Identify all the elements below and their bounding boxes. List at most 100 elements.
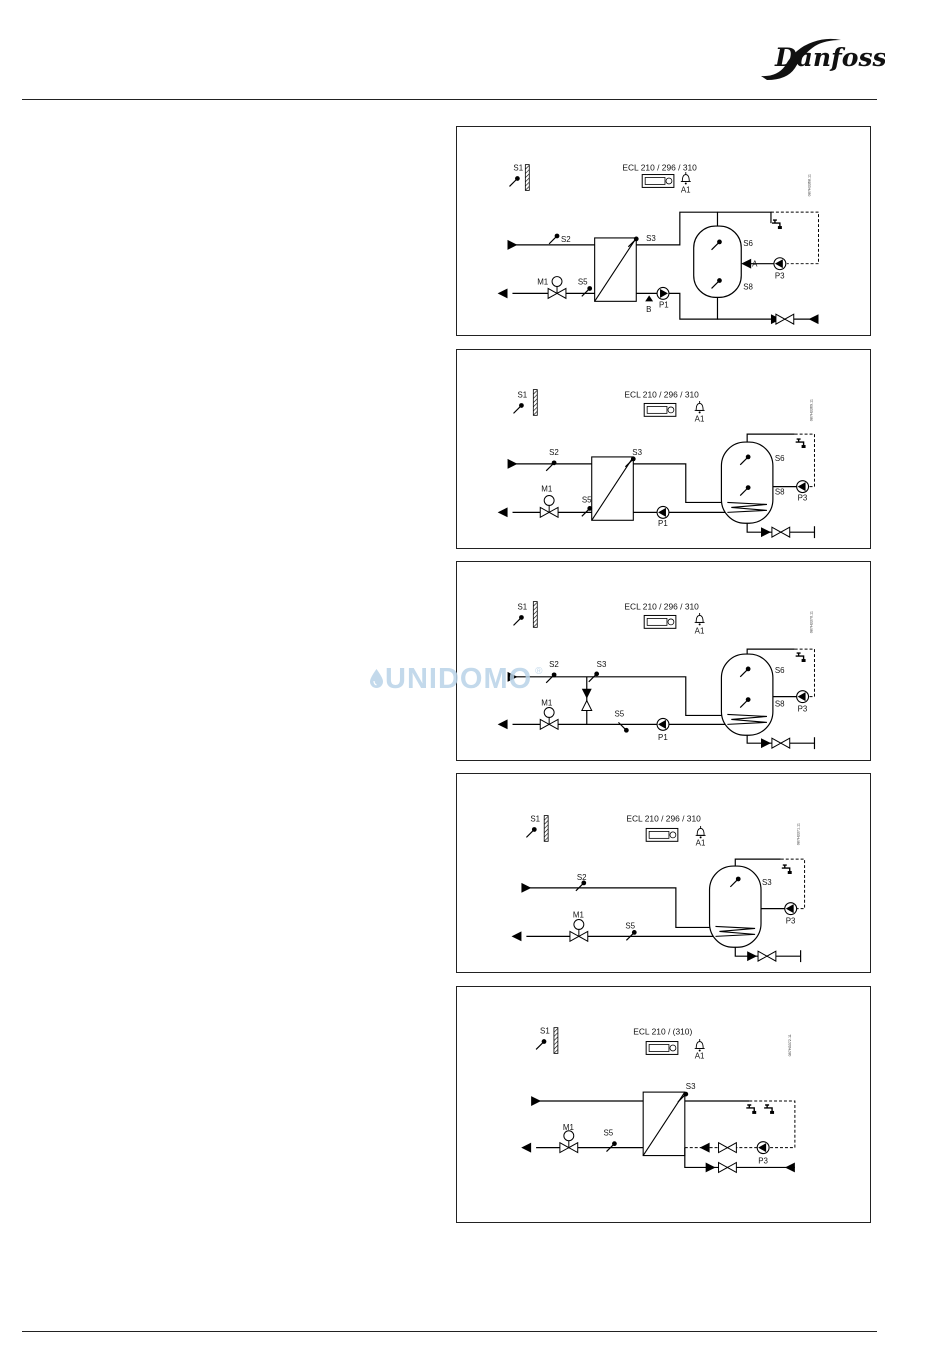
registered-mark: ® bbox=[535, 666, 544, 677]
wall-icon bbox=[532, 389, 538, 416]
label-s5: S5 bbox=[604, 1129, 614, 1138]
diagram-3: S1 ECL 210 / 296 / 310 A1 087H3370.11 S2… bbox=[456, 561, 871, 761]
return-arrow-icon bbox=[497, 507, 508, 518]
pump-p3-icon bbox=[796, 480, 810, 494]
label-s5: S5 bbox=[582, 495, 592, 504]
controller-icon bbox=[645, 1041, 679, 1055]
check-valve-circulation-icon bbox=[718, 1142, 737, 1154]
diagram-code: 087H3372.11 bbox=[788, 1034, 792, 1056]
diagram-2: S1 ECL 210 / 296 / 310 A1 087H3369.11 S2… bbox=[456, 349, 871, 549]
tap-icon bbox=[771, 219, 783, 230]
diagram-4: S1 ECL 210 / 296 / 310 A1 087H3371.11 S2… bbox=[456, 773, 871, 973]
actuator-m1-icon bbox=[543, 495, 555, 513]
pump-p3-icon bbox=[796, 690, 810, 704]
label-s1: S1 bbox=[517, 603, 527, 612]
label-s2: S2 bbox=[561, 235, 571, 244]
cold-water-arrow-icon bbox=[747, 951, 758, 962]
label-s6: S6 bbox=[775, 666, 785, 675]
check-valve-icon bbox=[757, 950, 777, 962]
label-p3: P3 bbox=[798, 493, 808, 502]
controller-icon bbox=[645, 827, 679, 842]
circulation-arrow-icon bbox=[699, 1142, 710, 1153]
label-s8: S8 bbox=[775, 488, 785, 497]
label-s3: S3 bbox=[597, 660, 607, 669]
controller-label: ECL 210 / 296 / 310 bbox=[624, 390, 699, 400]
cold-water-arrow-icon bbox=[761, 738, 771, 749]
label-p3: P3 bbox=[798, 704, 808, 713]
label-m1: M1 bbox=[563, 1123, 575, 1132]
label-s5: S5 bbox=[578, 277, 588, 286]
check-valve-icon bbox=[771, 737, 791, 749]
cold-water-inlet-icon bbox=[808, 314, 819, 325]
alarm-icon bbox=[694, 1038, 706, 1052]
label-s5: S5 bbox=[625, 921, 635, 930]
sensor-s5-icon bbox=[625, 929, 638, 941]
brand-wordmark: Danfoss bbox=[774, 43, 885, 72]
coil-icon bbox=[715, 925, 756, 937]
actuator-m1-icon bbox=[543, 707, 555, 725]
outdoor-sensor-icon bbox=[525, 826, 538, 838]
sensor-s5-icon bbox=[605, 1140, 618, 1153]
tap-icon bbox=[794, 438, 807, 449]
watermark-text: UNIDOMO bbox=[385, 663, 533, 695]
label-s3: S3 bbox=[632, 448, 642, 457]
label-s3: S3 bbox=[762, 878, 772, 887]
tap-icon-2 bbox=[763, 1104, 775, 1115]
cold-water-inlet-icon bbox=[784, 1162, 795, 1173]
outdoor-sensor-icon bbox=[512, 402, 525, 414]
controller-label: ECL 210 / 296 / 310 bbox=[624, 602, 699, 612]
return-arrow-icon bbox=[497, 719, 508, 730]
label-a1: A1 bbox=[696, 838, 706, 847]
return-arrow-icon bbox=[511, 931, 522, 942]
return-arrow-icon bbox=[497, 288, 508, 299]
sensor-s5-icon bbox=[581, 285, 593, 297]
alarm-icon bbox=[694, 400, 706, 414]
label-p1: P1 bbox=[658, 519, 668, 528]
label-a1: A1 bbox=[681, 185, 691, 194]
wall-icon bbox=[543, 815, 549, 842]
label-a1: A1 bbox=[695, 414, 705, 423]
sensor-s2-icon bbox=[545, 671, 558, 684]
controller-icon bbox=[641, 174, 675, 188]
diagram-5: S1 ECL 210 / (310) A1 087H3372.11 S3 M1 … bbox=[456, 986, 871, 1223]
label-b: B bbox=[646, 305, 651, 314]
controller-label: ECL 210 / (310) bbox=[633, 1027, 692, 1037]
label-s6: S6 bbox=[743, 239, 753, 248]
label-s3: S3 bbox=[686, 1082, 696, 1091]
sensor-s2-icon bbox=[548, 232, 560, 245]
tap-icon-1 bbox=[745, 1104, 757, 1115]
alarm-icon bbox=[694, 612, 706, 626]
label-s1: S1 bbox=[540, 1027, 550, 1036]
diagram-code: 087H3369.11 bbox=[809, 399, 813, 421]
label-a1: A1 bbox=[695, 626, 705, 635]
coil-icon bbox=[727, 501, 768, 513]
sensor-s5-icon bbox=[581, 505, 593, 517]
pump-p1-icon bbox=[656, 286, 670, 300]
label-s1: S1 bbox=[513, 164, 523, 173]
actuator-m1-icon bbox=[573, 919, 585, 937]
label-s8: S8 bbox=[775, 700, 785, 709]
controller-icon bbox=[643, 402, 677, 417]
label-m1: M1 bbox=[573, 911, 585, 920]
header-rule bbox=[22, 99, 877, 100]
label-s2: S2 bbox=[549, 448, 559, 457]
pump-p3-icon bbox=[784, 902, 798, 916]
label-s2: S2 bbox=[549, 660, 559, 669]
danfoss-logo: Danfoss bbox=[755, 28, 887, 84]
label-s2: S2 bbox=[577, 873, 587, 882]
label-m1: M1 bbox=[537, 277, 549, 286]
footer-rule bbox=[22, 1331, 877, 1332]
wall-icon bbox=[532, 601, 538, 628]
water-drop-icon bbox=[370, 669, 383, 688]
check-valve-down-icon bbox=[581, 688, 592, 699]
check-valve-icon bbox=[771, 526, 791, 538]
diagram-code: 087H3370.11 bbox=[809, 611, 813, 633]
coil-icon bbox=[727, 713, 768, 725]
actuator-m1-icon bbox=[563, 1130, 575, 1149]
diagram-code: 087H3371.11 bbox=[797, 823, 801, 845]
wall-icon bbox=[553, 1027, 559, 1054]
controller-label: ECL 210 / 296 / 310 bbox=[626, 814, 701, 824]
storage-tank-icon bbox=[693, 225, 742, 298]
check-valve-icon bbox=[775, 313, 795, 325]
label-s5: S5 bbox=[614, 709, 624, 718]
